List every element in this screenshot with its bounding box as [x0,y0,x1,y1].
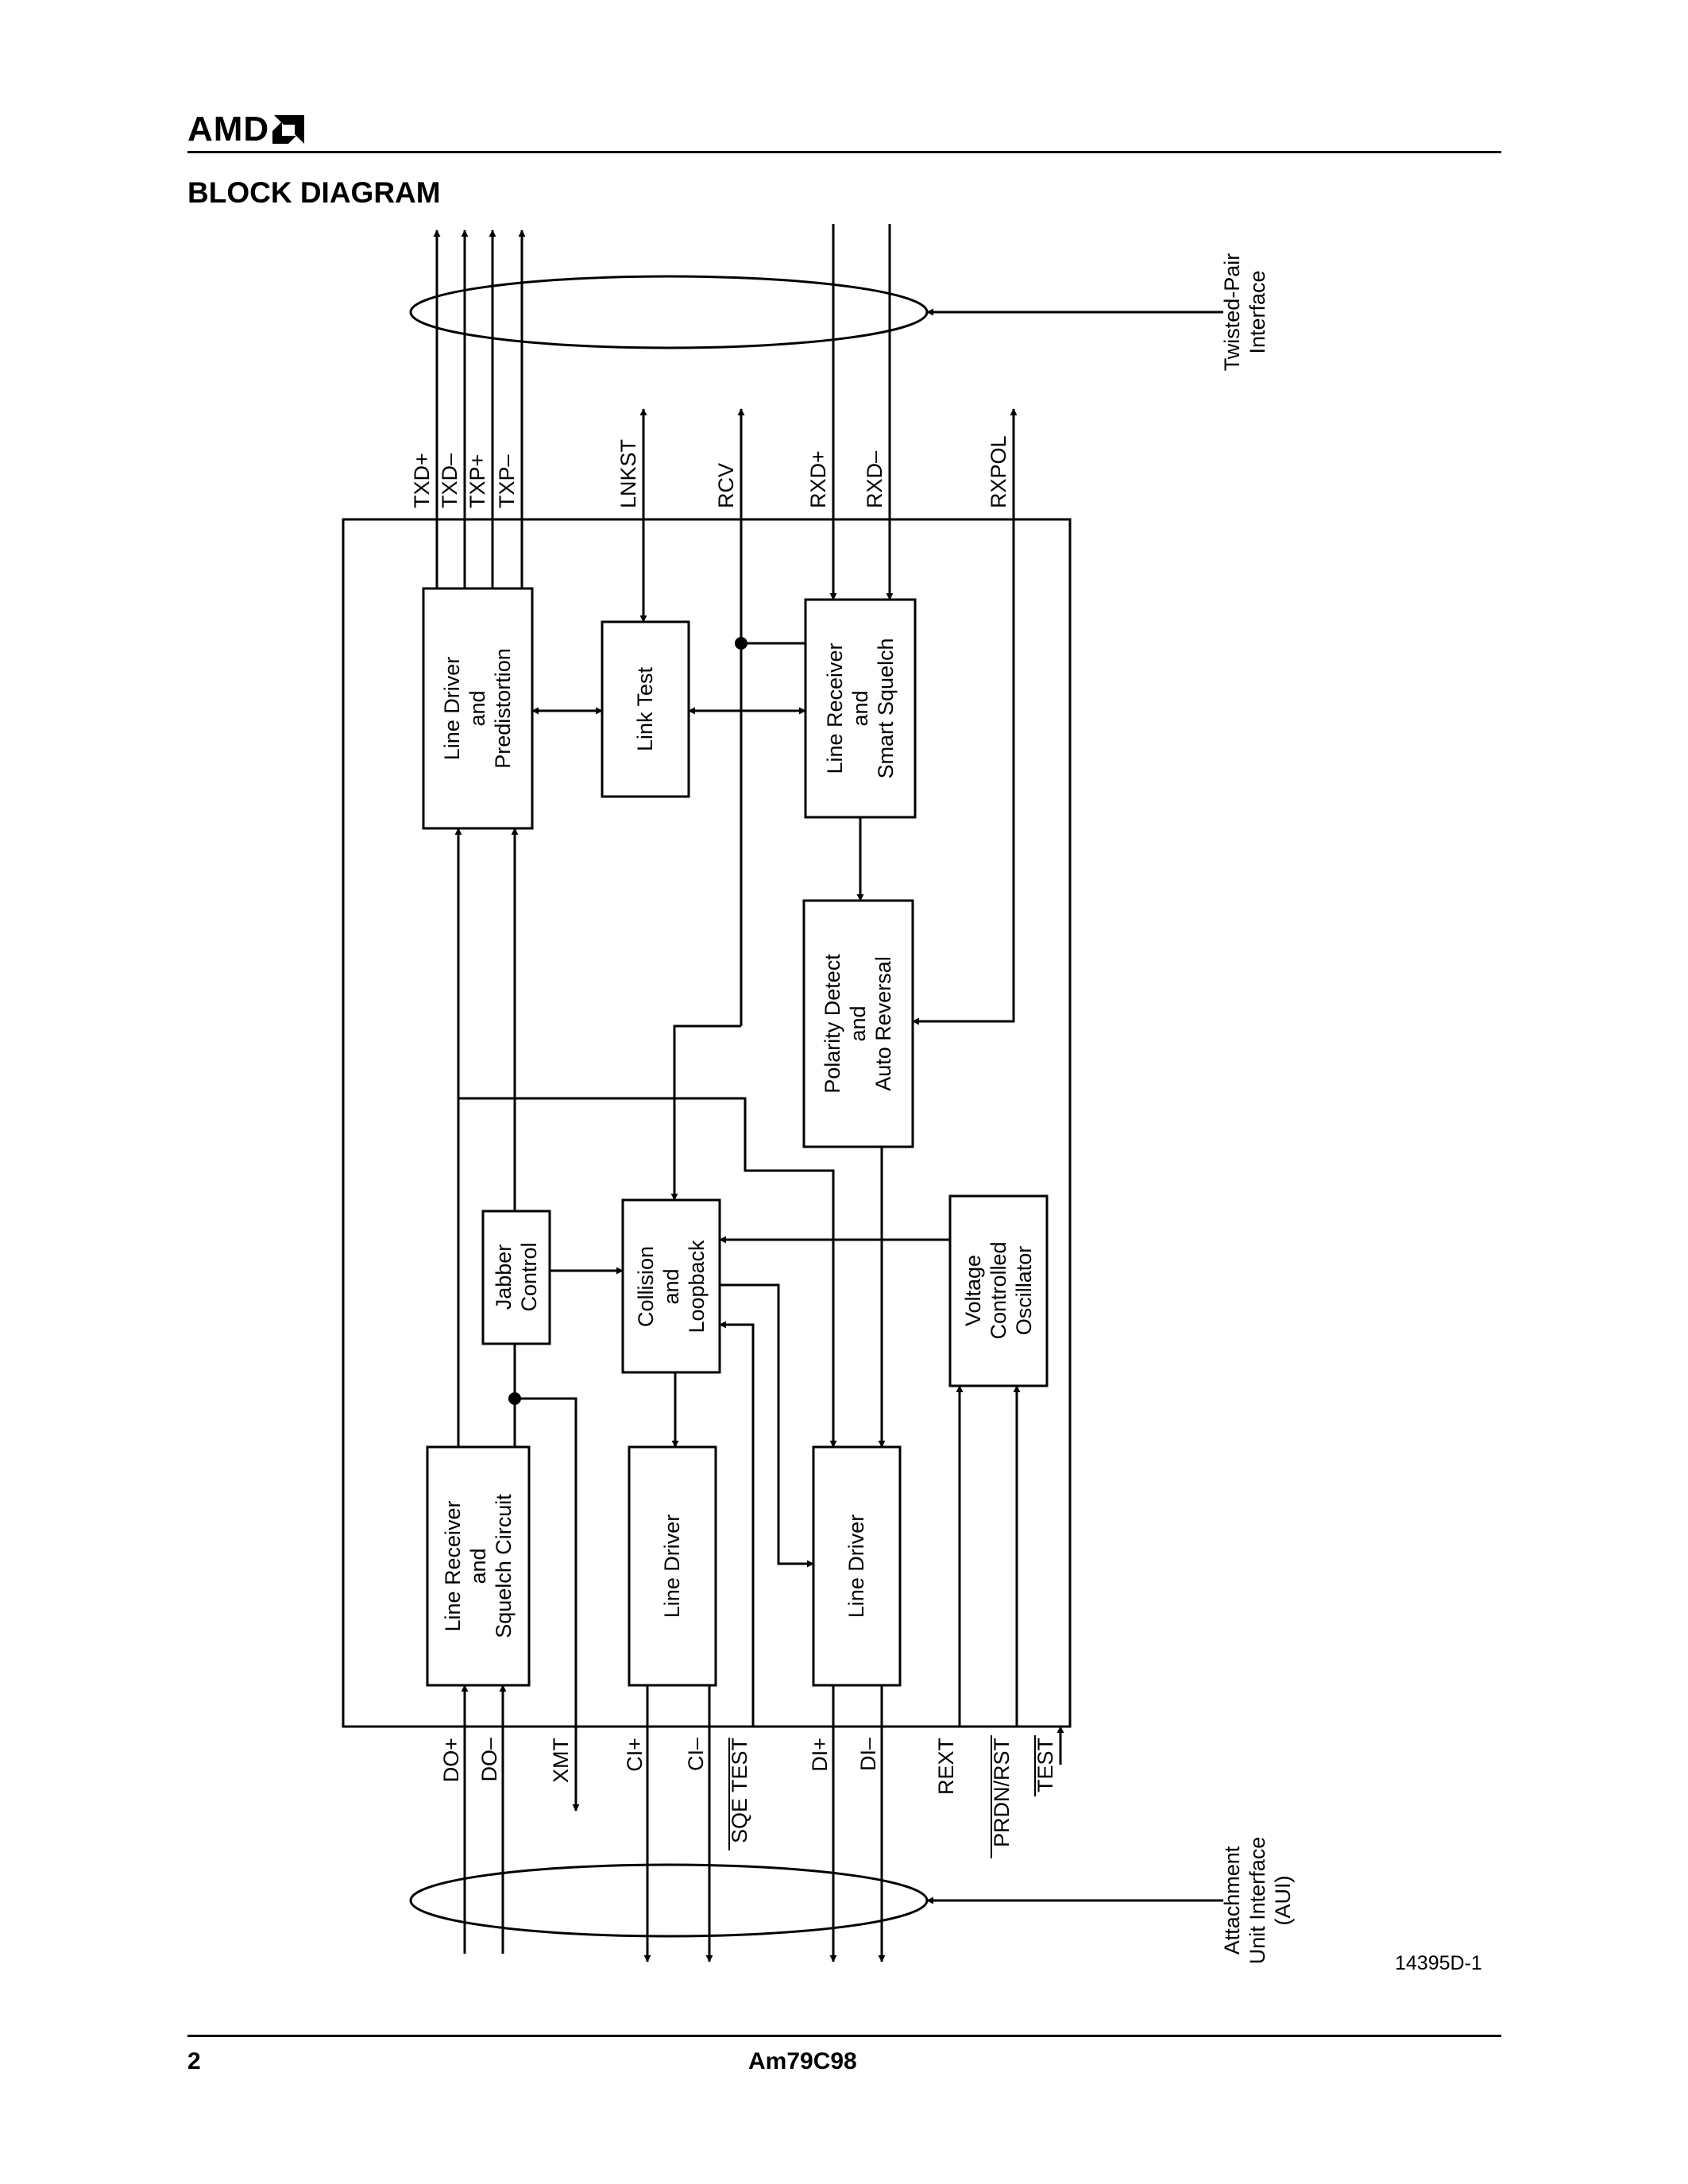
label-link-test: Link Test [633,666,657,751]
pin-label-ci-plus: CI+ [623,1738,647,1772]
pin-label-sqe-test: SQE TEST [728,1738,751,1843]
pin-label-rcv: RCV [714,463,738,508]
pin-label-do-minus: DO– [477,1738,501,1782]
label-line-driver-di: Line Driver [844,1515,868,1619]
pin-label-rxd-minus: RXD– [863,451,886,508]
label-line-driver-predistortion-line: and [465,690,489,726]
label-polarity-detect-line: Polarity Detect [821,954,844,1094]
pin-label-txd-minus: TXD– [438,453,462,508]
label-aui-interface-line: Unit Interface [1246,1837,1269,1965]
label-line-driver-ci-line: Line Driver [660,1515,684,1619]
amd-logo: AMD [187,110,305,149]
footer-rule [187,2035,1501,2037]
label-line-receiver-smart-squelch-line: and [848,690,872,726]
header-rule [187,151,1501,153]
label-vco-line: Oscillator [1012,1246,1036,1336]
section-title: BLOCK DIAGRAM [187,176,441,209]
label-line-receiver-squelch-circuit-line: Squelch Circuit [492,1494,516,1638]
label-line-driver-predistortion-line: Line Driver [440,657,464,761]
label-line-driver-predistortion-line: Predistortion [491,648,515,769]
label-twisted-pair-interface-line: Interface [1246,270,1269,353]
label-line-receiver-squelch-circuit-line: Line Receiver [441,1500,465,1631]
logo-text: AMD [187,110,270,149]
part-number: Am79C98 [748,2048,857,2074]
page-number: 2 [187,2048,201,2074]
label-line-driver-di-line: Line Driver [844,1515,868,1619]
pin-label-rxd-plus: RXD+ [806,450,830,508]
label-line-receiver-smart-squelch-line: Line Receiver [823,642,847,774]
label-line-receiver-squelch-circuit-line: and [466,1548,490,1584]
label-line-driver-ci: Line Driver [660,1515,684,1619]
label-collision-loopback-line: and [659,1268,683,1304]
rxpol-line [912,408,1018,1025]
label-collision-loopback-line: Collision [634,1246,658,1327]
label-aui-interface-line: Attachment [1220,1846,1244,1954]
pin-label-ci-minus: CI– [684,1738,708,1771]
pin-label-lnkst: LNKST [616,439,640,508]
block-vco [948,1194,1049,1387]
pin-label-do-plus: DO+ [439,1738,463,1782]
pin-label-txp-minus: TXP– [495,454,519,508]
label-link-test-line: Link Test [633,666,657,751]
twisted-pair-ellipse [409,275,929,349]
pin-label-di-minus: DI– [856,1738,880,1771]
label-vco-line: Voltage [961,1255,985,1326]
pin-label-rext: REXT [934,1738,958,1795]
sqe-test-line [719,1321,755,1727]
rcv-junction-dot [735,637,747,650]
label-vco-line: Controlled [987,1241,1010,1339]
pin-label-test: TEST [1033,1738,1057,1792]
label-jabber-control-line: Control [517,1242,541,1311]
block-line-receiver-squelch-circuit [426,1445,531,1687]
label-twisted-pair-interface-line: Twisted-Pair [1220,253,1244,372]
pin-label-di-plus: DI+ [808,1738,832,1772]
data-to-di [458,1097,837,1448]
pin-label-xmt: XMT [549,1738,573,1783]
chip-outline [342,518,1072,1728]
pin-label-txp-plus: TXP+ [465,454,489,508]
figure-id: 14395D-1 [1395,1952,1482,1974]
collision-to-di [720,1283,814,1568]
label-aui-interface-line: (AUI) [1271,1876,1295,1926]
label-line-receiver-smart-squelch-line: Smart Squelch [874,638,898,778]
aui-ellipse [409,1863,929,1938]
pin-label-txd-plus: TXD+ [410,453,434,508]
xmt-line [515,1397,580,1812]
label-collision-loopback-line: Loopback [685,1240,709,1333]
block-jabber-control [481,1210,551,1345]
label-polarity-detect-line: Auto Reversal [871,956,895,1091]
amd-arrow-icon [272,115,305,144]
pin-label-rxpol: RXPOL [987,435,1010,508]
rcv-to-collision [670,1024,741,1201]
label-polarity-detect-line: and [846,1005,870,1041]
label-jabber-control-line: Jabber [492,1244,516,1310]
pin-label-prdn-rst: PRDN/RST [990,1738,1014,1847]
